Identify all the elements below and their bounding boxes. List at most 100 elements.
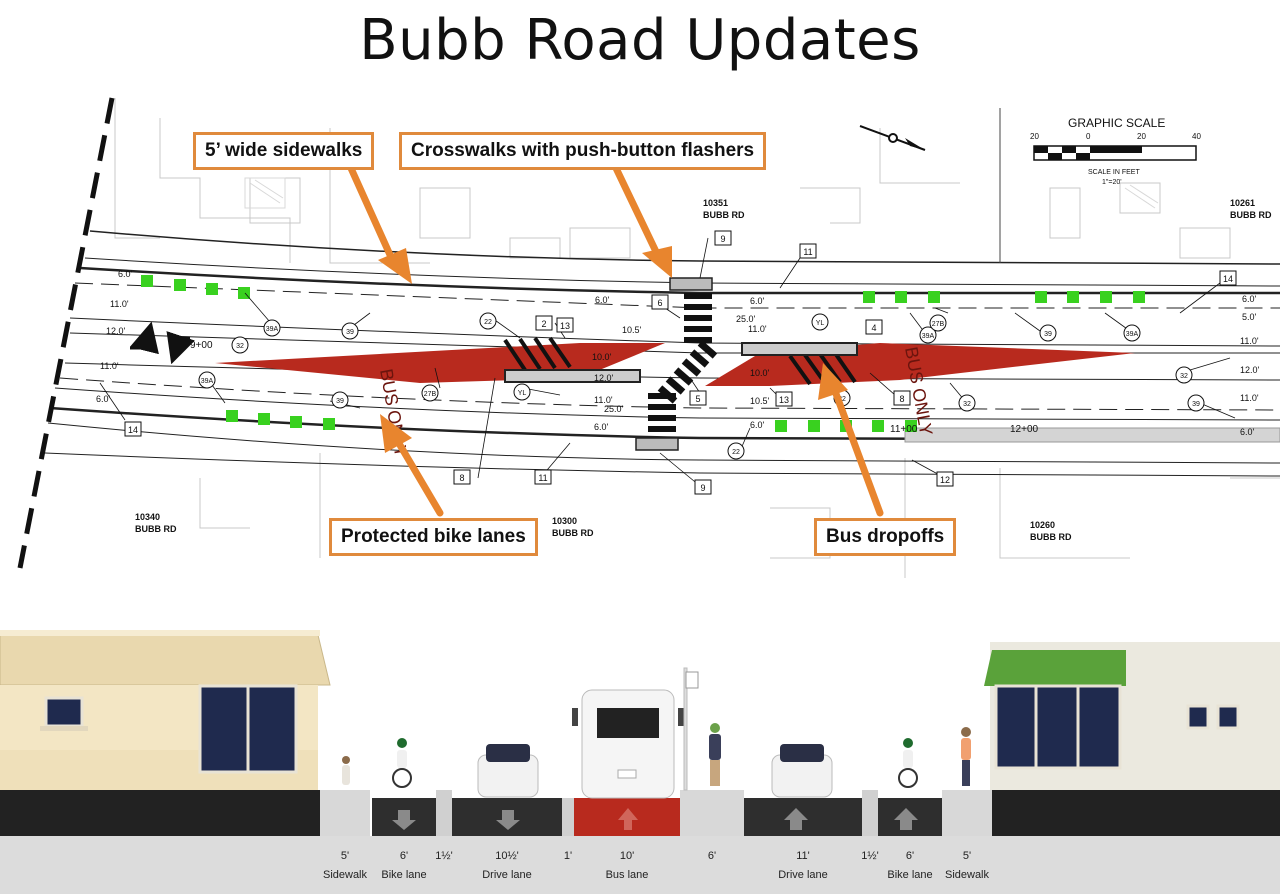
station-label: 11+00	[890, 424, 918, 435]
dim-label: 25.0'	[604, 404, 624, 414]
ref-circle: 32	[963, 401, 971, 408]
bike-buffer-markers	[141, 275, 1145, 432]
section-lane-label: Bus lane	[606, 869, 649, 881]
section-width-label: 1½'	[435, 850, 452, 862]
dim-label: 6.0'	[750, 296, 765, 306]
scale-tick: 20	[1137, 132, 1146, 141]
dim-label: 6.0'	[96, 394, 111, 404]
scale-tick: 20	[1030, 132, 1039, 141]
dim-label: 12.0'	[106, 326, 126, 336]
ref-circle: 39A	[922, 333, 935, 340]
dim-label: 10.0'	[750, 368, 770, 378]
ref-circle: 27B	[424, 391, 437, 398]
address-street: BUBB RD	[1230, 210, 1272, 220]
dim-label: 11.0'	[100, 361, 119, 371]
section-width-label: 6'	[400, 850, 408, 862]
dim-label: 25.0'	[736, 314, 756, 324]
ref-tag: 11	[538, 473, 547, 483]
ground-left	[0, 790, 320, 836]
dim-label: 10.5'	[750, 396, 770, 406]
house-left	[0, 630, 331, 790]
cyclist-icon-right	[898, 738, 918, 788]
ref-circle: 32	[236, 343, 244, 350]
section-width-label: 6'	[708, 850, 716, 862]
dim-label: 6.0'	[1240, 427, 1255, 437]
match-line	[17, 97, 115, 569]
section-width-label: 11'	[796, 850, 810, 862]
dim-label: 6.0'	[1242, 294, 1257, 304]
ref-circle: 22	[732, 449, 740, 456]
ref-circle: 39	[1044, 331, 1052, 338]
street-cross-section: 5' Sidewalk 6' Bike lane 1½' 10½' Drive lane 1'…	[0, 630, 1280, 894]
ref-tag: 14	[1223, 274, 1233, 284]
address-street: BUBB RD	[703, 210, 745, 220]
address-street: BUBB RD	[135, 524, 177, 534]
scale-tick: 0	[1086, 132, 1091, 141]
dim-label: 11.0'	[1240, 393, 1259, 403]
push-button-flasher-north	[669, 277, 713, 291]
ref-tag: 5	[695, 394, 700, 404]
callout-bus-dropoffs: Bus dropoffs	[814, 518, 957, 556]
dim-label: 6.0'	[595, 295, 610, 305]
callout-sidewalks: 5’ wide sidewalks	[193, 132, 375, 170]
station-label: 12+00	[1010, 424, 1039, 435]
ref-circle: 39A	[266, 326, 279, 333]
section-width-label: 6'	[906, 850, 914, 862]
scale-caption: SCALE IN FEET	[1088, 169, 1140, 176]
ref-circle: YL	[518, 390, 527, 397]
section-lane-label: Sidewalk	[323, 869, 368, 881]
address-number: 10260	[1030, 520, 1055, 530]
curb-base	[0, 836, 1280, 894]
ref-tag: 13	[779, 395, 789, 405]
ref-tag: 13	[560, 321, 570, 331]
dim-label: 6.0'	[750, 420, 765, 430]
section-width-label: 5'	[963, 850, 971, 862]
lane-arrow-icons	[129, 321, 195, 365]
station-label: 9+00	[190, 340, 213, 351]
road-plan: BUS ONLY BUS ONLY 6	[17, 97, 1280, 578]
pedestrian-icon-right	[961, 727, 971, 786]
car-icon-left	[477, 744, 539, 798]
address-street: BUBB RD	[552, 528, 594, 538]
dim-label: 6.0'	[594, 422, 609, 432]
callout-bike-lanes: Protected bike lanes	[329, 518, 538, 556]
address-street: BUBB RD	[1030, 532, 1072, 542]
ref-circle: 22	[838, 396, 846, 403]
dim-label: 11.0'	[1240, 336, 1259, 346]
ref-tag: 12	[940, 475, 950, 485]
ref-tag: 4	[871, 323, 876, 333]
ref-tag: 9	[720, 234, 725, 244]
page-title: Bubb Road Updates	[359, 8, 921, 73]
callout-crosswalks: Crosswalks with push-button flashers	[399, 132, 767, 170]
pedestrian-icon-left	[342, 756, 350, 785]
section-lane-label: Sidewalk	[945, 869, 990, 881]
dim-label: 11.0'	[110, 299, 129, 309]
section-width-label: 1½'	[861, 850, 878, 862]
ref-tag: 8	[899, 394, 904, 404]
ref-circle: 39	[1192, 401, 1200, 408]
ref-tag: 6	[657, 298, 662, 308]
section-lane-label: Drive lane	[482, 869, 532, 881]
section-lane-label: Bike lane	[381, 869, 426, 881]
ref-circle: 39A	[201, 378, 214, 385]
section-width-label: 5'	[341, 850, 349, 862]
address-number: 10340	[135, 512, 160, 522]
lane-direction-icons	[392, 808, 918, 830]
ground-right	[992, 790, 1280, 836]
dim-label: 5.0'	[1242, 312, 1257, 322]
ref-circle: 22	[484, 319, 492, 326]
callout-arrows	[346, 162, 884, 517]
address-number: 10300	[552, 516, 577, 526]
bus-stop-sign-icon	[683, 667, 699, 791]
dim-label: 10.0'	[592, 352, 612, 362]
north-arrow-icon	[859, 125, 926, 151]
ref-tag: 14	[128, 425, 138, 435]
bus-icon	[572, 689, 684, 799]
section-width-label: 10½'	[495, 850, 519, 862]
crosswalk	[648, 293, 712, 432]
pedestrian-icon-bus-stop	[709, 723, 721, 786]
section-width-label: 1'	[564, 850, 572, 862]
house-right	[984, 642, 1280, 792]
dim-label: 6.0'	[118, 269, 133, 279]
ref-tag: 8	[459, 473, 464, 483]
